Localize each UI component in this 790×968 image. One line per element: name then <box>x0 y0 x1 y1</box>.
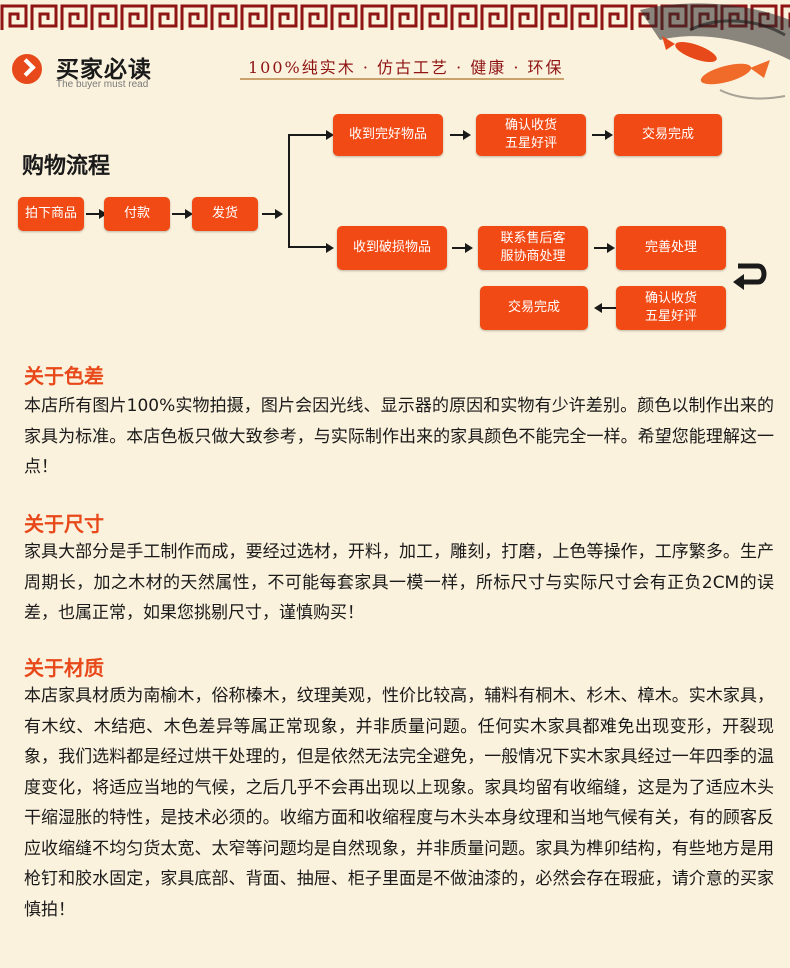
section-title-material: 关于材质 <box>24 656 104 680</box>
section-body-color: 本店所有图片100%实物拍摄，图片会因光线、显示器的原因和实物有少许差别。颜色以… <box>24 396 774 477</box>
arrow-right-icon <box>86 208 108 220</box>
arrow-right-icon <box>450 129 472 141</box>
step-payment: 付款 <box>104 197 170 231</box>
section-body-size: 家具大部分是手工制作而成，要经过选材，开料，加工，雕刻，打磨，上色等操作，工序繁… <box>24 542 774 623</box>
logo-title: 买家必读 <box>56 56 152 83</box>
arrow-right-icon <box>594 242 616 254</box>
arrow-right-icon <box>592 129 614 141</box>
slogan: 100%纯实木 · 仿古工艺 · 健康 · 环保 <box>248 58 564 77</box>
logo-subtitle: The buyer must read <box>56 79 149 90</box>
damaged-contact-service: 联系售后客 服协商处理 <box>478 226 588 270</box>
good-confirm-review: 确认收货 五星好评 <box>476 114 586 156</box>
damaged-received: 收到破损物品 <box>337 226 447 270</box>
step-ship: 发货 <box>192 197 258 231</box>
good-received: 收到完好物品 <box>333 114 443 156</box>
logo-check-icon <box>12 54 42 84</box>
arrow-head-icon <box>326 243 334 253</box>
section-title-size: 关于尺寸 <box>24 512 104 536</box>
slogan-underline <box>240 78 564 80</box>
good-deal-complete: 交易完成 <box>614 114 722 156</box>
section-title-color: 关于色差 <box>24 364 104 388</box>
arrow-right-icon <box>452 242 474 254</box>
koi-fish-illustration <box>640 3 790 100</box>
section-body-material: 本店家具材质为南榆木，俗称榛木，纹理美观，性价比较高，辅料有桐木、杉木、樟木。实… <box>24 686 774 920</box>
branch-bracket <box>288 134 328 248</box>
arrow-right-icon <box>262 208 284 220</box>
u-turn-arrow-icon <box>733 263 767 290</box>
flow-title: 购物流程 <box>22 154 111 179</box>
damaged-resolve: 完善处理 <box>616 226 726 270</box>
arrow-left-icon <box>594 302 616 314</box>
arrow-head-icon <box>326 130 334 140</box>
damaged-deal-complete: 交易完成 <box>480 286 588 330</box>
damaged-confirm-review: 确认收货 五星好评 <box>616 286 726 330</box>
arrow-right-icon <box>172 208 194 220</box>
step-place-order: 拍下商品 <box>18 197 84 231</box>
